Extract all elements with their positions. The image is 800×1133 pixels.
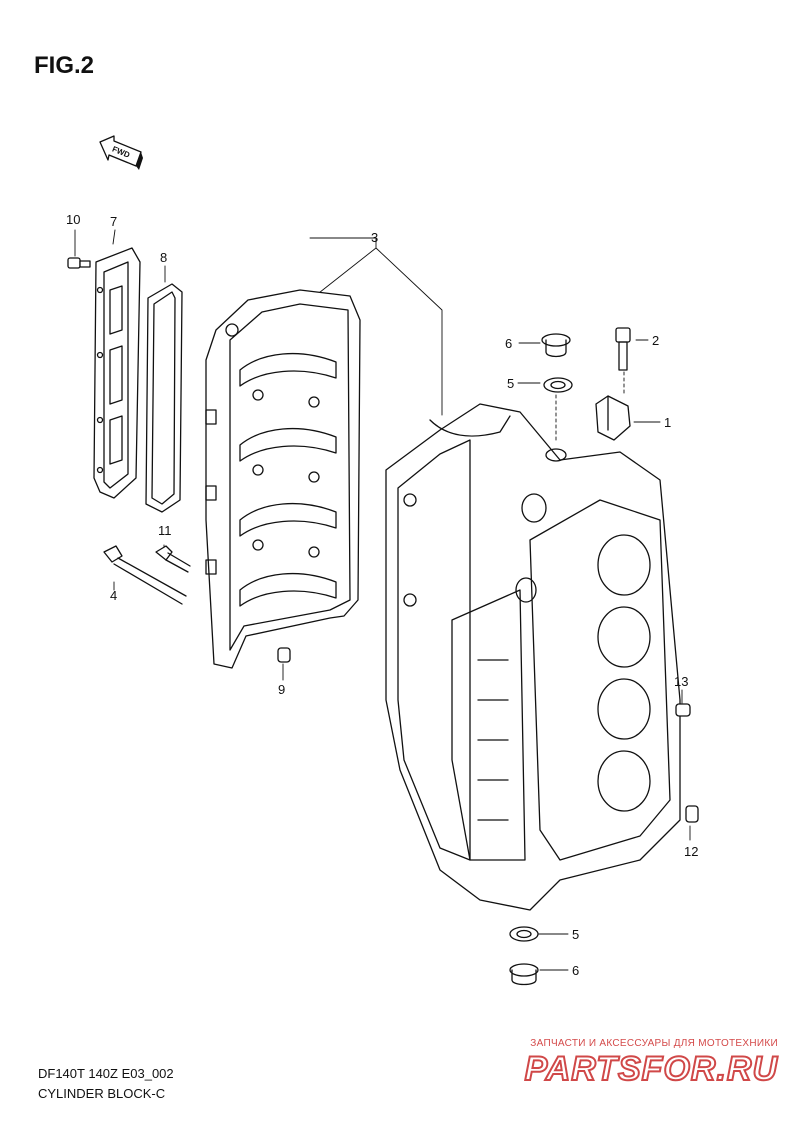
cylinder-head-part-3 [206,290,360,668]
section-name: CYLINDER BLOCK-C [38,1086,166,1101]
fitting-part-12 [686,806,698,822]
callout-5-bottom: 5 [572,927,580,942]
leader-lines [75,230,690,970]
fwd-arrow-icon: FWD [100,136,143,170]
callout-1: 1 [664,415,672,430]
bracket-part-1 [596,396,630,440]
model-code: DF140T 140Z E03_002 [38,1066,174,1081]
callout-9: 9 [278,682,286,697]
fitting-part-13 [676,704,690,716]
watermark-logo: PARTSFOR.RU [524,1049,778,1089]
callout-4: 4 [110,588,118,603]
callout-11: 11 [158,523,172,538]
callout-8: 8 [160,250,168,265]
bolt-part-2 [616,328,630,370]
cover-plate-part-7 [94,248,140,498]
plug-part-6-bottom [510,964,538,985]
callout-2: 2 [652,333,660,348]
callout-13: 13 [674,674,689,689]
dowel-part-9 [278,648,290,662]
cylinder-block [386,404,680,910]
callout-6-bottom: 6 [572,963,580,978]
callout-3: 3 [371,230,379,245]
callout-7: 7 [110,214,118,229]
bolt-part-11 [156,546,190,572]
washer-part-5-top [544,378,572,392]
callout-12: 12 [684,844,699,859]
bolt-part-4 [104,546,186,604]
callout-6-top: 6 [505,336,513,351]
plug-part-6-top [542,334,570,357]
callout-10: 10 [66,212,81,227]
bolt-part-10 [68,258,90,268]
washer-part-5-bottom [510,927,538,941]
callout-5-top: 5 [507,376,515,391]
watermark-tagline: ЗАПЧАСТИ И АКСЕССУАРЫ ДЛЯ МОТОТЕХНИКИ [530,1038,778,1049]
figure-title: FIG.2 [34,52,95,79]
gasket-part-8 [146,284,182,512]
